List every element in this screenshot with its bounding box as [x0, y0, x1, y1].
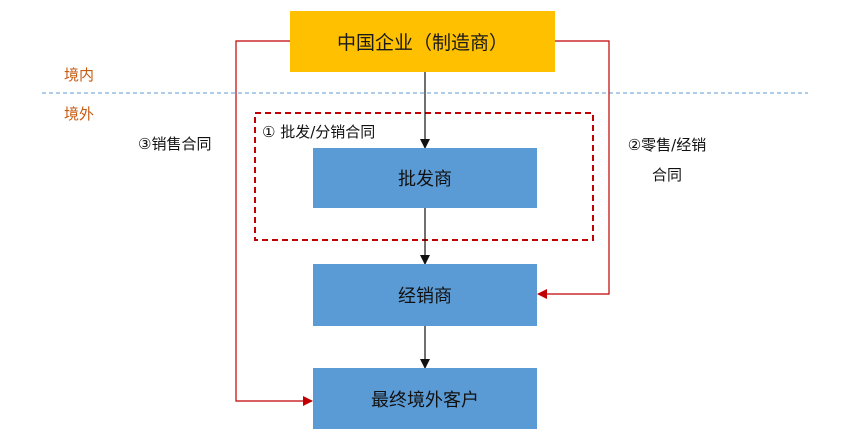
overseas-zone-label: 境外	[64, 105, 95, 123]
wholesaler-node: 批发商	[313, 148, 537, 208]
sales-contract-route	[235, 40, 313, 406]
sales-contract-label: ③销售合同	[138, 135, 212, 153]
wholesale-contract-box	[254, 112, 594, 241]
wholesale-contract-label: ① 批发/分销合同	[262, 123, 376, 141]
retail-contract-route	[537, 40, 610, 299]
customer-node: 最终境外客户	[313, 368, 537, 429]
retail-contract-label-line1: ②零售/经销	[627, 136, 707, 154]
distributor-node: 经销商	[313, 264, 537, 326]
retail-contract-label-line2: 合同	[651, 166, 682, 184]
manufacturer-node: 中国企业（制造商）	[290, 11, 555, 72]
domestic-zone-label: 境内	[64, 66, 95, 84]
retail-contract-label: ②零售/经销 合同	[612, 130, 722, 190]
